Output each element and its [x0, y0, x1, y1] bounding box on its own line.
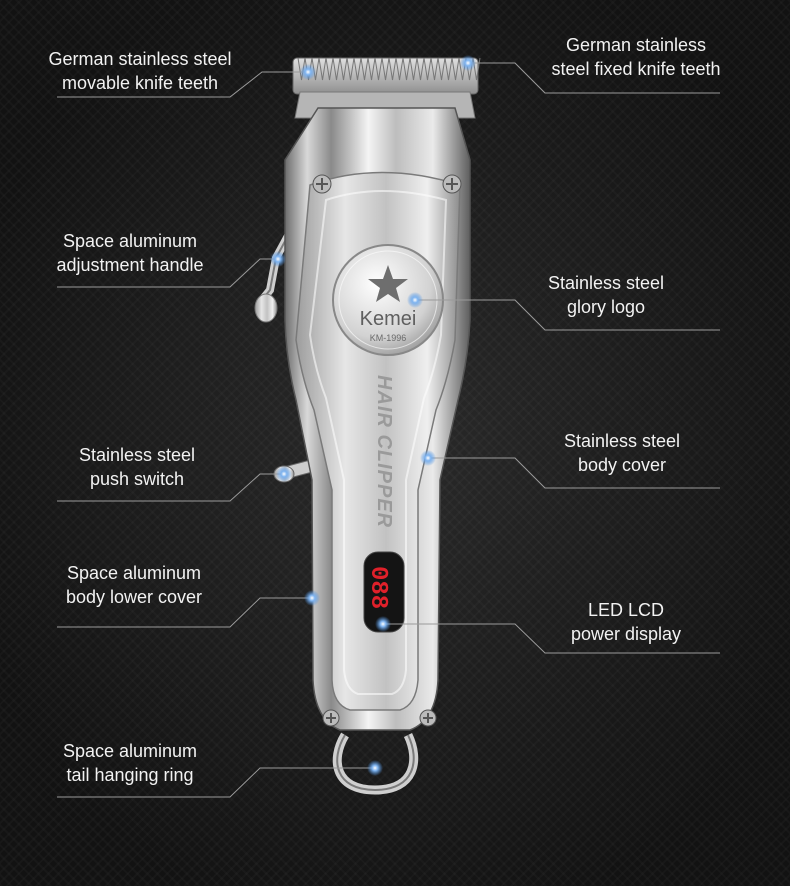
blade-tooth [388, 57, 397, 81]
star-icon [368, 265, 408, 302]
blade-tooth [311, 57, 320, 81]
blade-tooth [318, 57, 327, 81]
blade-tooth [437, 57, 446, 81]
blade-tooth [360, 57, 369, 81]
callout-dots [270, 55, 476, 776]
callout-fixed-teeth: German stainless steel fixed knife teeth [536, 33, 736, 81]
blade-tooth [416, 57, 425, 81]
model-number: KM-1996 [370, 333, 407, 343]
callout-line: glory logo [566, 297, 646, 317]
blade-tooth [381, 57, 390, 81]
callout-logo: Stainless steel glory logo [506, 271, 706, 319]
callout-line: push switch [89, 469, 185, 489]
blade-tooth [451, 57, 460, 81]
blade-tooth [423, 57, 432, 81]
hair-clipper-text: HAIR CLIPPER [373, 375, 395, 528]
callout-led-display: LED LCD power display [526, 598, 726, 646]
callout-lower-cover: Space aluminum body lower cover [34, 561, 234, 609]
callout-line: Space aluminum [66, 563, 202, 583]
blade-tooth [409, 57, 418, 81]
blade-tooth [367, 57, 376, 81]
blade-tooth [444, 57, 453, 81]
callout-movable-teeth: German stainless steel movable knife tee… [40, 47, 240, 95]
blade-tooth [339, 57, 348, 81]
callout-hanging-ring: Space aluminum tail hanging ring [30, 739, 230, 787]
callout-push-switch: Stainless steel push switch [37, 443, 237, 491]
led-digits: 088 [364, 566, 391, 609]
callout-line: Stainless steel [563, 431, 681, 451]
logo-badge: Kemei KM-1996 [332, 244, 444, 356]
callout-line: Stainless steel [547, 273, 665, 293]
blade-teeth [297, 57, 481, 81]
callout-line: LED LCD [587, 600, 665, 620]
blade-tooth [374, 57, 383, 81]
callout-line: power display [570, 624, 682, 644]
blade-tooth [402, 57, 411, 81]
callout-line: tail hanging ring [66, 765, 194, 785]
blade-tooth [395, 57, 404, 81]
callout-line: German stainless [565, 35, 707, 55]
blade-tooth [332, 57, 341, 81]
callout-line: steel fixed knife teeth [551, 59, 721, 79]
callout-line: Space aluminum [62, 231, 198, 251]
blade-tooth [346, 57, 355, 81]
callout-line: Space aluminum [62, 741, 198, 761]
blade-tooth [353, 57, 362, 81]
callout-body-cover: Stainless steel body cover [522, 429, 722, 477]
callout-line: German stainless steel [48, 49, 232, 69]
blade-tooth [430, 57, 439, 81]
callout-line: adjustment handle [56, 255, 204, 275]
callout-line: movable knife teeth [61, 73, 219, 93]
callout-handle: Space aluminum adjustment handle [30, 229, 230, 277]
callout-lines [57, 62, 720, 798]
brand-name: Kemei [360, 308, 417, 330]
callout-line: body lower cover [65, 587, 203, 607]
screws [312, 174, 462, 727]
callout-line: Stainless steel [78, 445, 196, 465]
callout-line: body cover [577, 455, 667, 475]
led-display: 088 [363, 551, 405, 633]
blade-tooth [325, 57, 334, 81]
